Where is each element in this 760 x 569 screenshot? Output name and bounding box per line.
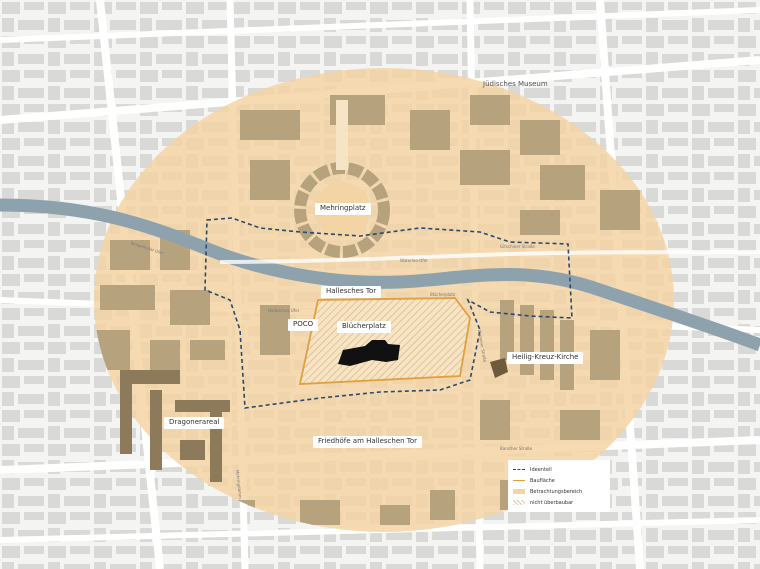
buildings-in-study-area [95, 95, 640, 525]
legend-label: Betrachtungsbereich [530, 488, 583, 495]
label-hallesches-tor: Hallesches Tor [321, 286, 382, 298]
legend-swatch-line [513, 480, 525, 481]
legend-item-ideenteil: Ideenteil [513, 464, 605, 475]
ideenteil-boundary [204, 217, 573, 409]
label-mehringplatz: Mehringplatz [315, 203, 371, 215]
heilig-kreuz-kirche-building [490, 358, 508, 378]
street-label-mehringdamm: Mehringdamm [235, 470, 243, 500]
legend-label: nicht überbaubar [530, 499, 574, 506]
label-bluecherplatz: Blücherplatz [337, 321, 391, 333]
label-friedhoefe: Friedhöfe am Halleschen Tor [313, 436, 423, 448]
legend-label: Ideenteil [530, 466, 552, 473]
map-legend: Ideenteil Baufläche Betrachtungsbereich … [508, 460, 610, 512]
legend-swatch-hatch [513, 500, 525, 505]
street-label-zossener: Zossener Straße [477, 329, 488, 363]
legend-label: Baufläche [530, 477, 555, 484]
elevated-railway [219, 250, 760, 264]
dragonerareal-buildings [120, 370, 230, 482]
street-label-hallesches-ufer: Hallesches Ufer [268, 308, 300, 313]
street-label-gitschiner: Gitschiner Straße [500, 244, 535, 249]
legend-swatch-dashed [513, 469, 525, 470]
amerika-gedenkbibliothek [338, 340, 400, 366]
landwehr-canal [0, 198, 760, 352]
label-heilig-kreuz-kirche: Heilig-Kreuz-Kirche [507, 352, 584, 364]
street-label-baruther: Baruther Straße [500, 446, 533, 451]
legend-item-betrachtungsbereich: Betrachtungsbereich [513, 486, 605, 497]
legend-swatch-area [513, 489, 525, 494]
legend-item-bauflaeche: Baufläche [513, 475, 605, 486]
legend-item-nicht-ueberbaubar: nicht überbaubar [513, 497, 605, 508]
street-label-bluecherplatz: Blücherplatz [430, 292, 455, 297]
street-label-waterloo: Waterloo-Ufer [400, 258, 428, 263]
label-juedisches-museum: Jüdisches Museum [483, 80, 548, 88]
label-dragonerareal: Dragonerareal [164, 417, 225, 429]
label-poco: POCO [288, 319, 319, 331]
